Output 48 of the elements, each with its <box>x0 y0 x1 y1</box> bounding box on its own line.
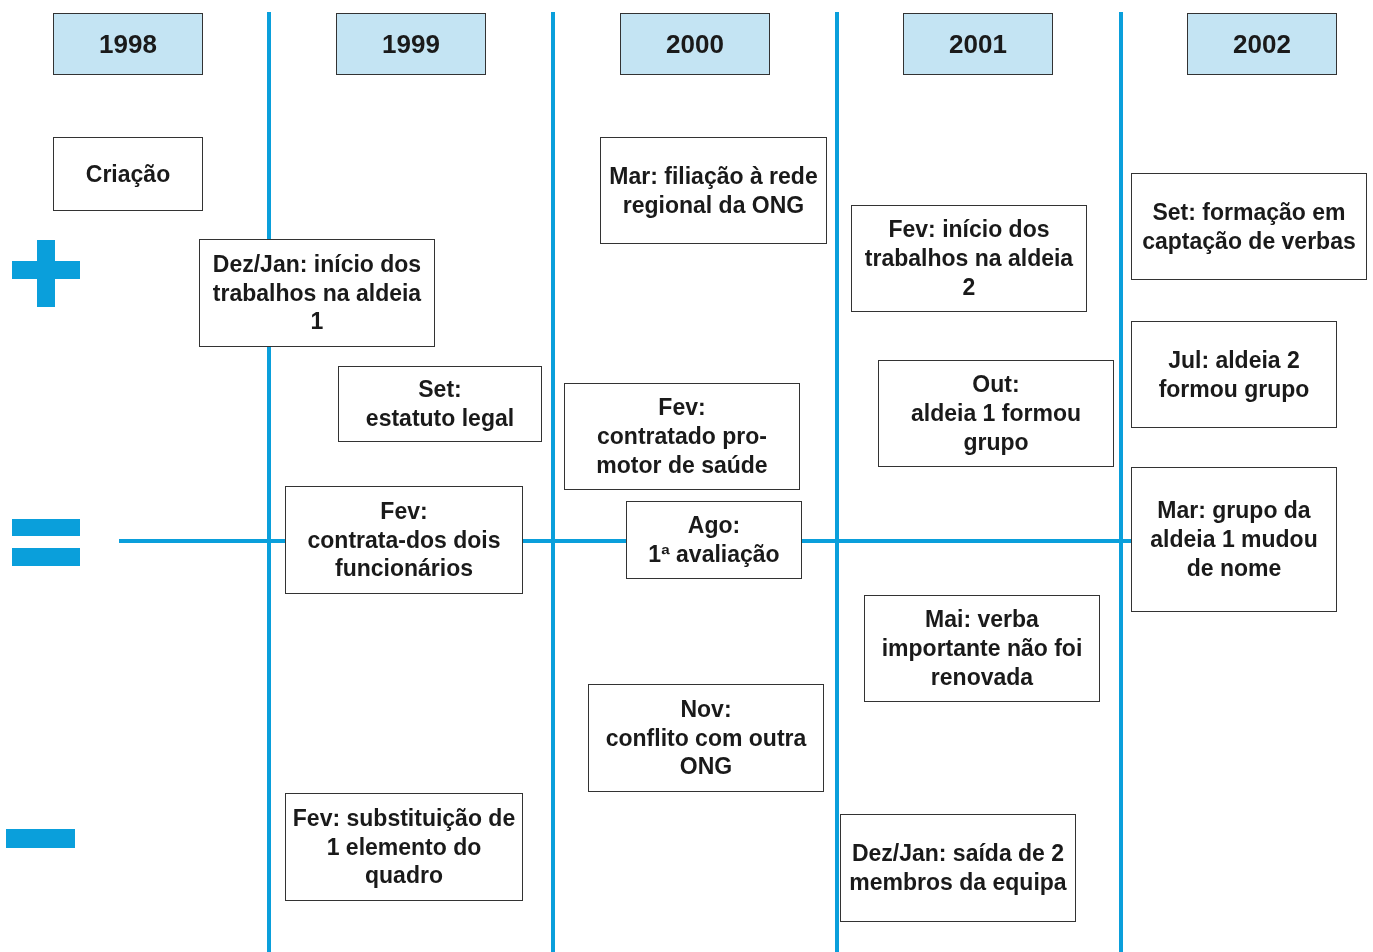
event-box <box>1131 173 1367 280</box>
event-text: Dez/Jan: saída de 2 membros da equipa <box>848 839 1068 897</box>
event-box <box>878 360 1114 467</box>
event-box <box>53 137 203 211</box>
event-text: contrata-dos dois funcionários <box>306 525 502 584</box>
year-label: 1998 <box>99 27 157 61</box>
year-header-box <box>336 13 486 75</box>
month-label: Ago: <box>687 511 741 540</box>
month-label: Out: <box>972 370 1020 400</box>
event-text: Mai: verba importante não foi renovada <box>880 605 1084 692</box>
event-box <box>851 205 1087 312</box>
event-text: Jul: aldeia 2 formou grupo <box>1157 345 1311 404</box>
event-box <box>338 366 542 442</box>
event-text: Criação <box>85 159 171 189</box>
event-text: Dez/Jan: início dos trabalhos na aldeia 1 <box>211 249 423 337</box>
event-box <box>285 793 523 901</box>
event-box <box>626 501 802 579</box>
event-text: aldeia 1 formou grupo <box>910 399 1082 457</box>
year-header-box <box>1187 13 1337 75</box>
month-label: Fev: <box>658 393 706 423</box>
month-label: Fev: <box>380 496 428 526</box>
year-label: 2000 <box>666 27 724 61</box>
event-text: Fev: início dos trabalhos na aldeia 2 <box>863 215 1075 302</box>
event-text: conflito com outra ONG <box>604 723 808 782</box>
event-box <box>1131 321 1337 428</box>
year-header-box <box>620 13 770 75</box>
event-text: estatuto legal <box>365 404 515 433</box>
event-box <box>564 383 800 490</box>
event-box <box>600 137 827 244</box>
event-text: contratado pro-motor de saúde <box>595 422 769 480</box>
event-box <box>199 239 435 347</box>
month-label: Nov: <box>680 694 732 724</box>
year-header-box <box>53 13 203 75</box>
event-box <box>1131 467 1337 612</box>
event-text: Mar: grupo da aldeia 1 mudou de nome <box>1149 496 1319 583</box>
event-box <box>285 486 523 594</box>
year-label: 2001 <box>949 27 1007 61</box>
year-label: 2002 <box>1233 27 1291 61</box>
event-text: Mar: filiação à rede regional da ONG <box>608 161 819 220</box>
event-box <box>864 595 1100 702</box>
year-label: 1999 <box>382 27 440 61</box>
event-text: 1ª avaliação <box>648 540 780 569</box>
month-label: Set: <box>418 375 462 404</box>
event-box <box>588 684 824 792</box>
event-text: Set: formação em captação de verbas <box>1141 197 1357 256</box>
year-header-box <box>903 13 1053 75</box>
event-text: Fev: substituição de 1 elemento do quadro <box>292 803 516 891</box>
event-box <box>840 814 1076 922</box>
